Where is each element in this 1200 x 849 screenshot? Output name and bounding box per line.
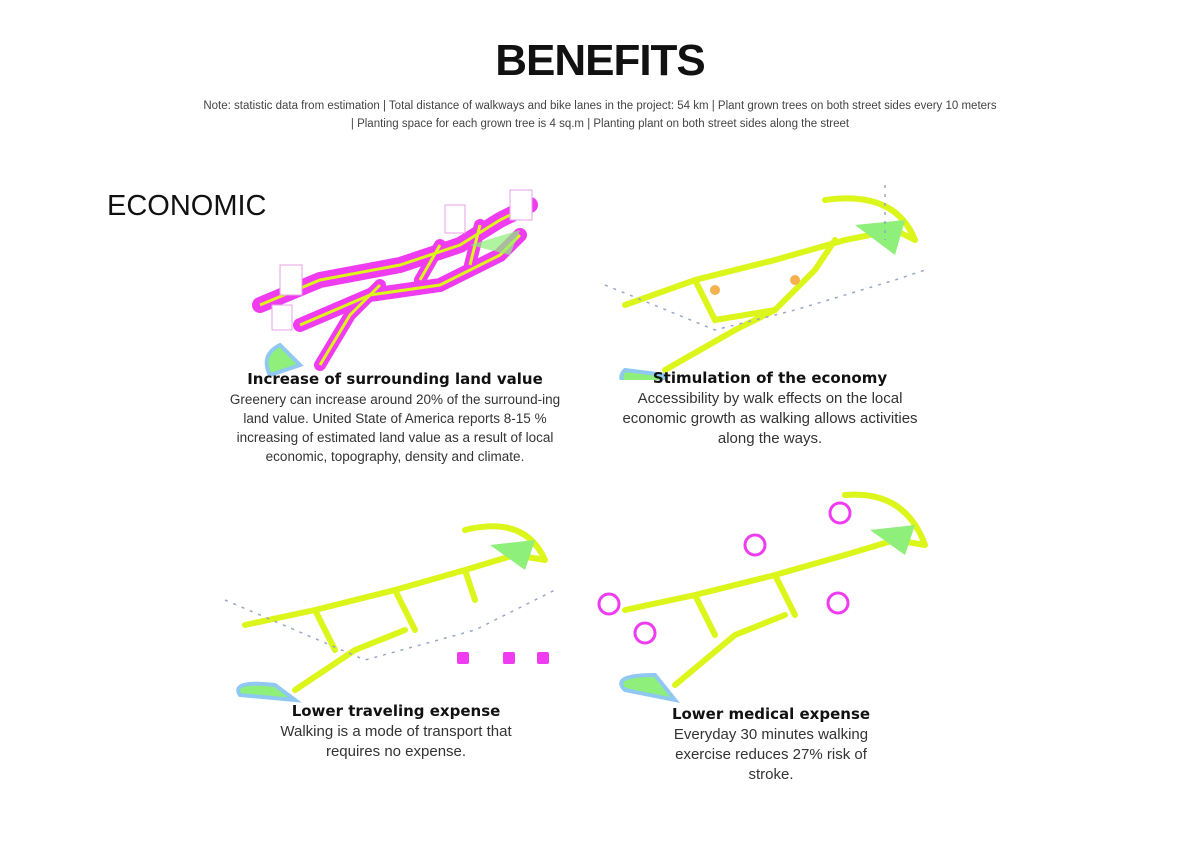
medical-map bbox=[597, 491, 928, 704]
benefit-title: Lower medical expense bbox=[671, 705, 871, 723]
section-heading: ECONOMIC bbox=[107, 190, 267, 222]
economy-map bbox=[604, 185, 926, 380]
traveling-map bbox=[224, 523, 556, 703]
benefit-card-economy: Stimulation of the economy Accessibility… bbox=[620, 369, 920, 449]
benefit-title: Stimulation of the economy bbox=[652, 369, 888, 387]
note-line-1: Note: statistic data from estimation | T… bbox=[203, 100, 997, 112]
page-title: BENEFITS bbox=[495, 36, 706, 85]
land-value-map bbox=[252, 189, 538, 378]
benefit-body: Accessibility by walk effects on the loc… bbox=[622, 390, 918, 447]
benefit-body: Greenery can increase around 20% of the … bbox=[229, 392, 561, 464]
benefit-card-land-value: Increase of surrounding land value Green… bbox=[220, 370, 570, 466]
note-line-2: | Planting space for each grown tree is … bbox=[350, 118, 850, 130]
benefit-body: Walking is a mode of transport that requ… bbox=[280, 723, 512, 760]
benefit-body: Everyday 30 minutes walking exercise red… bbox=[673, 726, 869, 783]
benefit-card-medical: Lower medical expense Everyday 30 minute… bbox=[660, 705, 882, 785]
benefit-title: Lower traveling expense bbox=[291, 702, 501, 720]
benefit-card-traveling: Lower traveling expense Walking is a mod… bbox=[276, 702, 516, 762]
benefit-title: Increase of surrounding land value bbox=[247, 370, 543, 388]
